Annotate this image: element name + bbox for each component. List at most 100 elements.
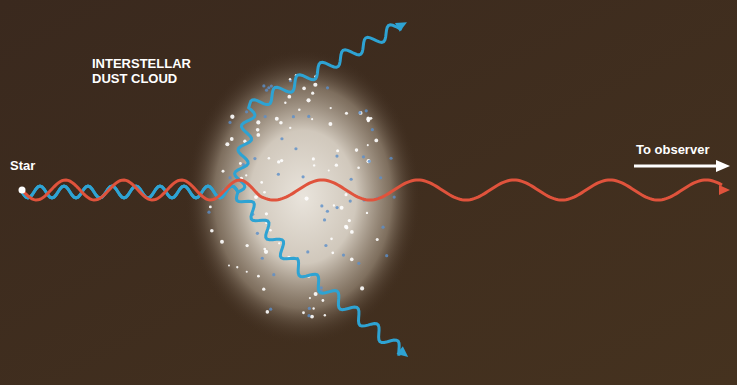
dust-grain <box>253 157 256 160</box>
dust-grain <box>256 133 260 137</box>
dust-grain <box>357 167 360 170</box>
cloud-label: INTERSTELLAR DUST CLOUD <box>92 56 204 86</box>
dust-grain <box>292 115 295 118</box>
dust-grain <box>328 169 330 171</box>
dust-grain <box>228 265 230 267</box>
dust-grain <box>306 250 309 253</box>
wave-arrowhead <box>719 185 730 195</box>
dust-grain <box>379 176 382 179</box>
dust-grain <box>330 107 332 109</box>
dust-grain <box>333 204 335 206</box>
dust-grain <box>270 85 273 88</box>
dust-grain <box>266 310 270 314</box>
dust-grain <box>342 253 345 256</box>
dust-grain <box>376 238 379 241</box>
dust-grain <box>222 170 225 173</box>
dust-grain <box>389 157 392 160</box>
scattered-blue-wave <box>22 186 399 356</box>
dust-grain <box>306 98 310 102</box>
dust-grain <box>289 78 291 80</box>
dust-grain <box>268 157 271 160</box>
dust-grain <box>307 314 310 317</box>
dust-grain <box>366 117 370 121</box>
dust-grain <box>320 204 323 207</box>
dust-grain <box>220 240 224 244</box>
dust-grain <box>311 92 314 95</box>
dust-grain <box>335 163 338 166</box>
dust-grain <box>336 149 339 152</box>
dust-grain <box>344 225 348 229</box>
observer-arrow <box>634 165 718 168</box>
dust-grain <box>260 181 263 184</box>
dust-grain <box>265 212 268 215</box>
dust-grain <box>256 120 260 124</box>
dust-grain <box>320 286 323 289</box>
dust-grain <box>278 242 280 244</box>
dust-grain <box>345 112 348 115</box>
observer-arrowhead <box>716 160 730 172</box>
dust-grain <box>366 159 370 163</box>
dust-grain <box>367 144 369 146</box>
dust-grain <box>302 311 305 314</box>
dust-grain <box>280 137 283 140</box>
dust-grain <box>326 210 329 213</box>
dust-grain <box>350 230 354 234</box>
dust-grain <box>269 308 272 311</box>
dust-grain <box>265 89 268 92</box>
dust-grain <box>245 244 248 247</box>
dust-grain <box>261 257 264 260</box>
dust-grain <box>262 84 265 87</box>
dust-grain <box>393 195 396 198</box>
dust-grain <box>236 266 238 268</box>
dust-grain <box>349 200 352 203</box>
dust-grain <box>284 102 286 104</box>
dust-grain <box>362 155 365 158</box>
transmitted-red-wave <box>22 180 722 200</box>
dust-grain <box>264 250 268 254</box>
dust-grain <box>228 176 231 179</box>
dust-grain <box>256 128 260 132</box>
dust-grain <box>326 86 329 89</box>
dust-grain <box>246 271 248 273</box>
dust-grain <box>359 111 363 115</box>
dust-grain <box>331 251 334 254</box>
dust-grain <box>280 159 283 162</box>
dust-grain <box>239 162 242 165</box>
dust-grain <box>385 254 388 257</box>
dust-grain <box>360 286 364 290</box>
dust-grain <box>312 157 315 160</box>
dust-grain <box>330 238 333 241</box>
dust-grain <box>322 299 325 302</box>
dust-grain <box>269 229 272 232</box>
dust-grain <box>310 315 314 319</box>
dust-grain <box>230 137 234 141</box>
dust-grain <box>350 178 353 181</box>
dust-grain <box>254 195 258 199</box>
dust-grain <box>350 258 354 262</box>
dust-grain <box>263 191 266 194</box>
light-waves <box>22 22 730 357</box>
dust-grain <box>313 83 317 87</box>
dust-grain <box>262 288 265 291</box>
dust-grain <box>367 119 370 122</box>
dust-grain <box>374 139 378 143</box>
dust-grain <box>328 122 332 126</box>
dust-grain <box>324 314 326 316</box>
wave-arrowhead <box>397 346 409 357</box>
dust-grain <box>340 206 344 210</box>
dust-grain <box>365 109 368 112</box>
star-label: Star <box>10 158 70 173</box>
dust-grain <box>245 174 247 176</box>
dust-grain <box>210 229 214 233</box>
dust-grain <box>324 244 327 247</box>
dust-grain <box>294 147 297 150</box>
dust-grain <box>302 87 306 91</box>
dust-grain <box>312 307 314 309</box>
star-dot <box>19 187 26 194</box>
dust-grain <box>301 175 304 178</box>
dust-grain <box>314 292 318 296</box>
dust-grain <box>264 115 267 118</box>
dust-grain <box>357 262 360 265</box>
